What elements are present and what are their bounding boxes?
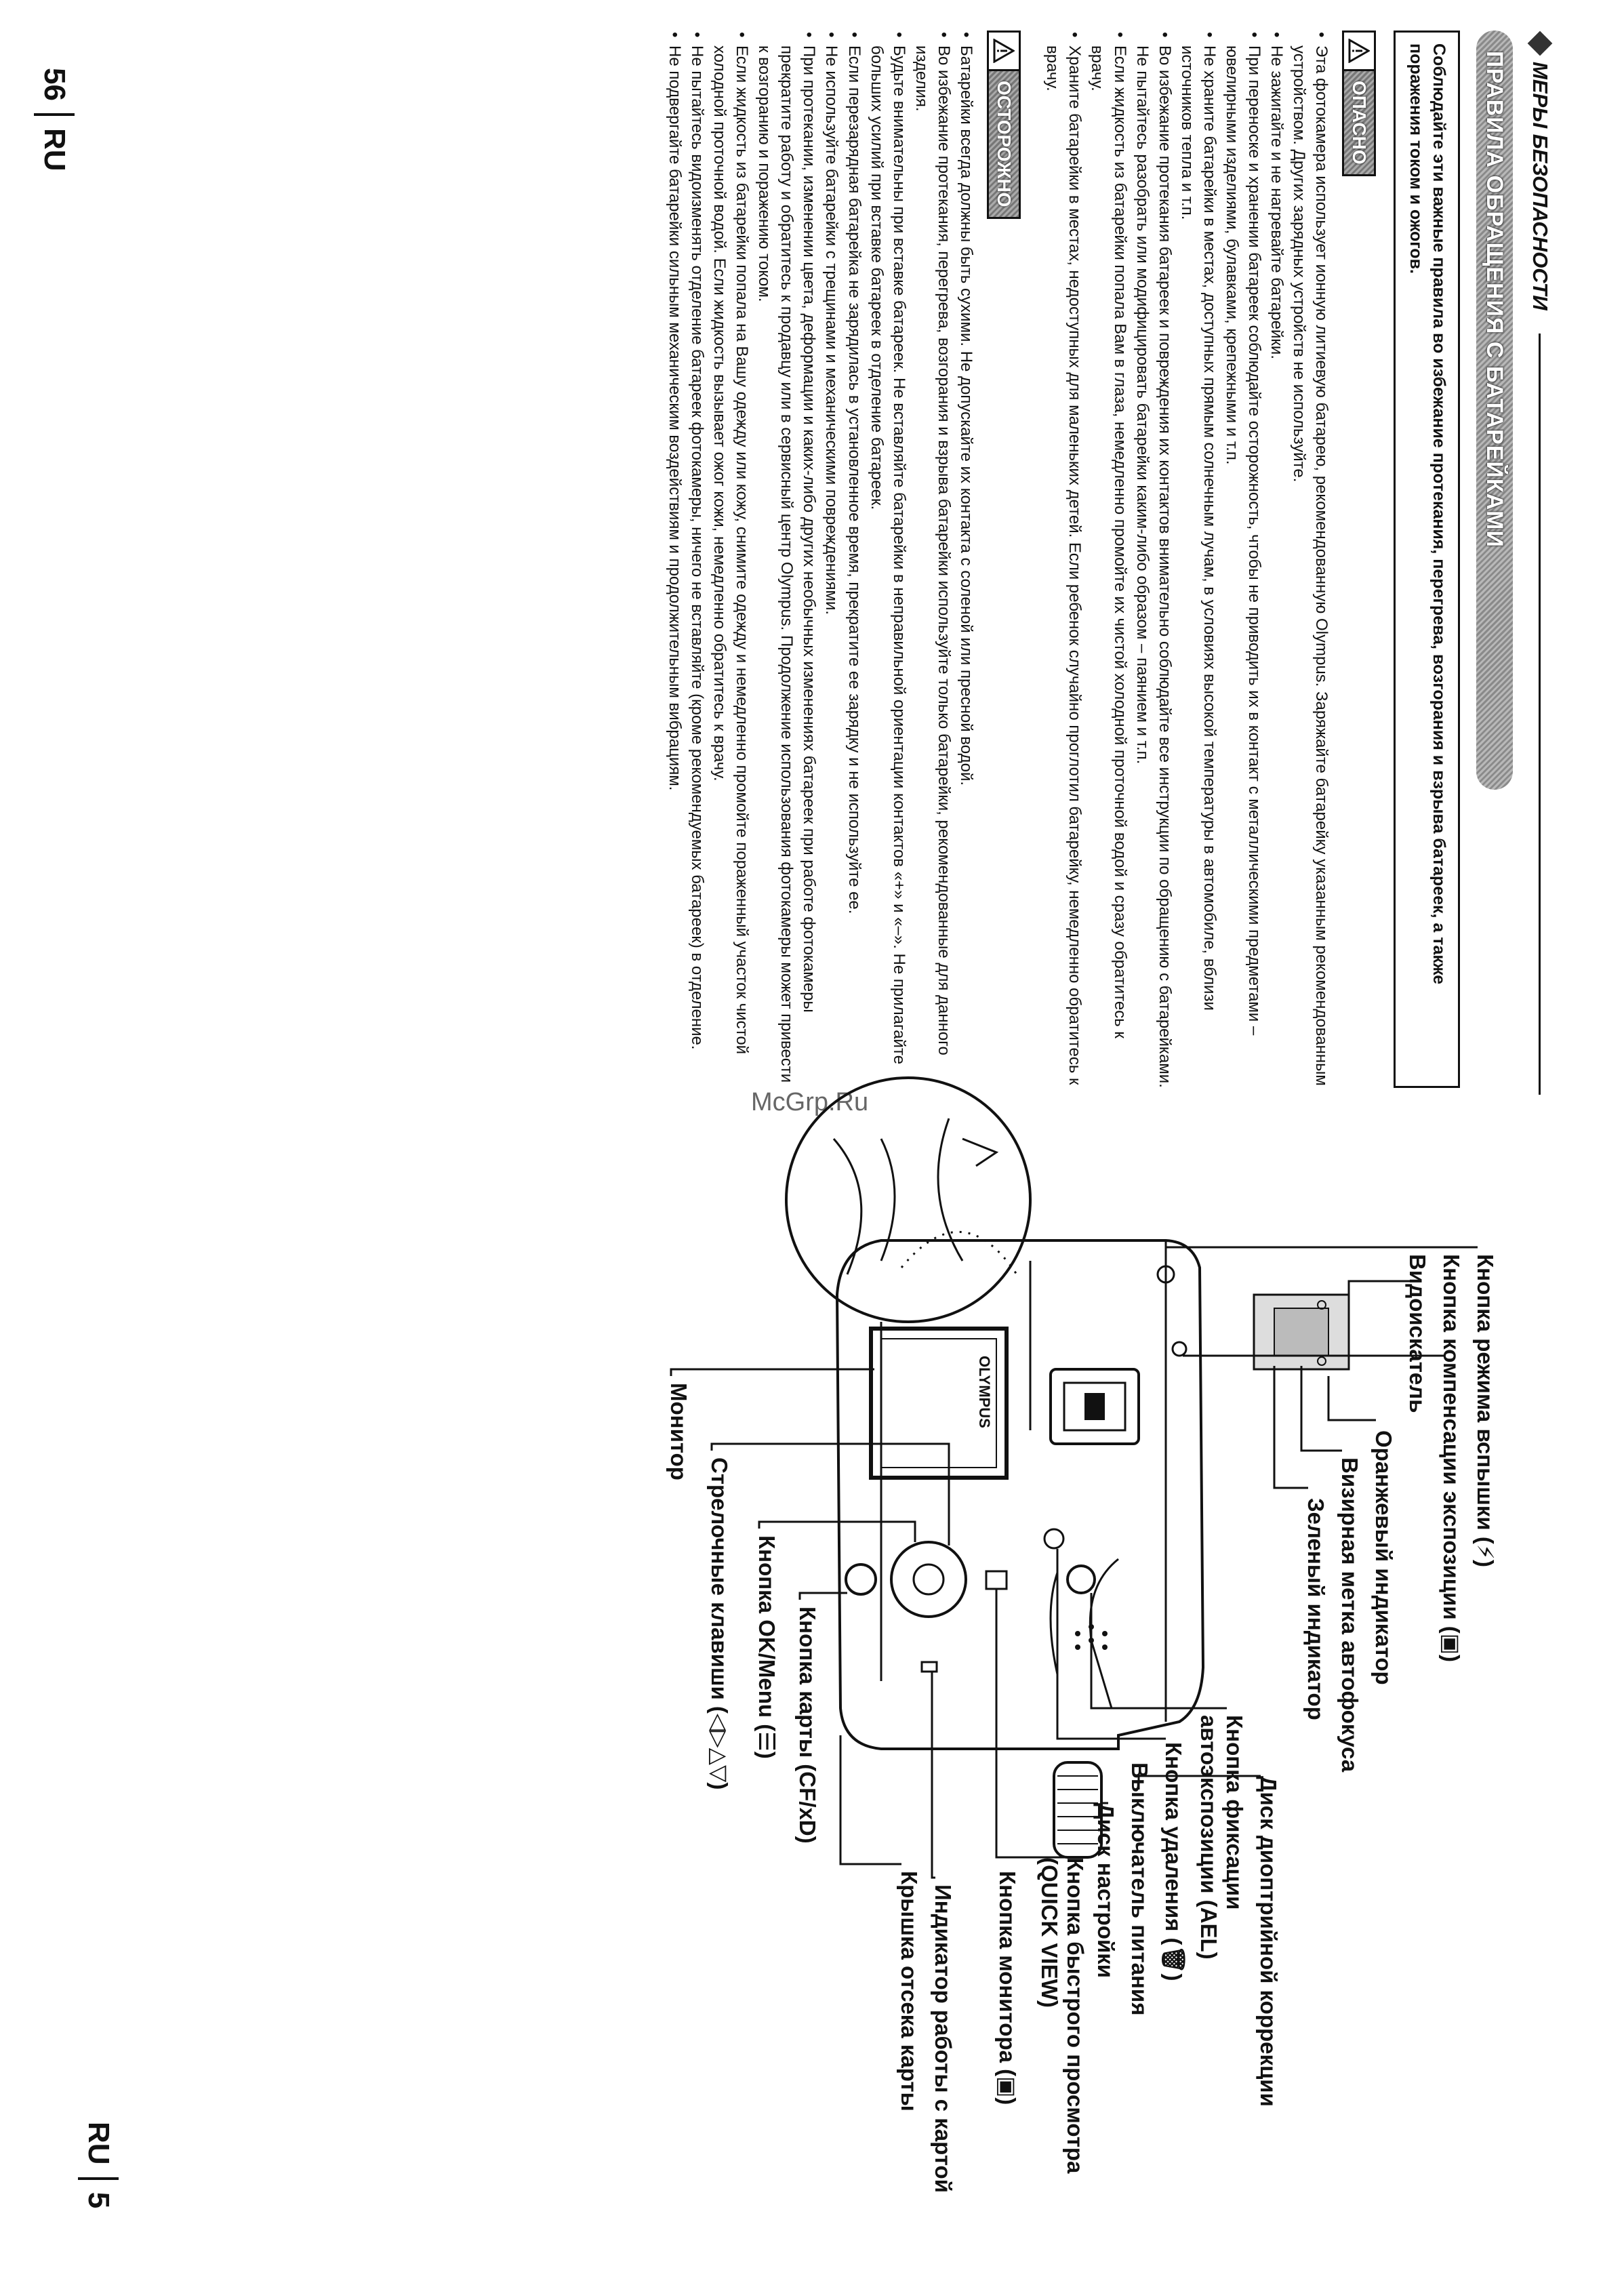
monitor-screen — [869, 1327, 1009, 1480]
label-card-access-lamp: Индикатор работы с картой — [931, 1884, 956, 2193]
danger-header: ОПАСНО — [1342, 31, 1377, 1095]
camera-brand: OLYMPUS — [976, 1356, 993, 1428]
label-diopter-dial: Диск диоптрийной коррекции — [1256, 1776, 1281, 2107]
speaker-grille — [1075, 1624, 1108, 1650]
warning-triangle-icon — [1344, 33, 1375, 71]
label-viewfinder: Видоискатель — [1405, 1254, 1430, 1413]
label-control-dial: Диск настройки — [1093, 1803, 1118, 1979]
monitor-button — [985, 1570, 1008, 1590]
label-quick-view-button: Кнопка быстрого просмотра (QUICK VIEW) — [1037, 1857, 1088, 2174]
warning-triangle-icon — [989, 33, 1019, 71]
arrow-pad — [890, 1541, 967, 1618]
card-button — [845, 1563, 877, 1596]
caution-header: ОСТОРОЖНО — [987, 31, 1021, 1095]
camera-body-outline — [835, 1239, 1205, 1750]
label-card-button: Кнопка карты (CF/xD) — [795, 1607, 820, 1844]
label-power-switch: Выключатель питания — [1127, 1762, 1152, 2016]
exposure-button — [1171, 1341, 1187, 1357]
control-dial — [1053, 1761, 1103, 1859]
diopter-inset — [785, 1076, 1032, 1323]
label-orange-lamp: Оранжевый индикатор — [1371, 1430, 1396, 1685]
label-delete-button: Кнопка удаления (🗑) — [1161, 1742, 1186, 1981]
label-arrow-pad: Стрелочные клавиши (◁▷△▽) — [707, 1457, 732, 1790]
danger-badge: ОПАСНО — [1342, 31, 1377, 176]
label-exposure-compensation-button: Кнопка компенсации экспозиции (▣) — [1439, 1254, 1464, 1662]
label-ael-button: Кнопка фиксации автоэкспозиции (AEL) — [1196, 1715, 1247, 1960]
delete-button — [1043, 1528, 1065, 1550]
label-card-cover: Крышка отсека карты — [897, 1871, 922, 2112]
label-green-lamp: Зеленый индикатор — [1303, 1498, 1328, 1720]
label-af-target-mark: Визирная метка автофокуса — [1337, 1457, 1362, 1773]
label-monitor: Монитор — [666, 1383, 691, 1480]
leader-lines — [670, 1246, 1478, 1879]
caution-badge: ОСТОРОЖНО — [987, 31, 1021, 219]
ael-button — [1066, 1564, 1096, 1594]
label-ok-menu-button: Кнопка OK/Menu (☰) — [754, 1535, 779, 1759]
card-access-lamp — [920, 1661, 938, 1673]
label-flash-mode-button: Кнопка режима вспышки (⚡) — [1473, 1254, 1498, 1568]
viewfinder — [1049, 1368, 1140, 1445]
label-monitor-button: Кнопка монитора (▣) — [995, 1871, 1020, 2105]
safety-section: МЕРЫ БЕЗОПАСНОСТИ ПРАВИЛА ОБРАЩЕНИЯ С БА… — [495, 31, 1553, 1095]
